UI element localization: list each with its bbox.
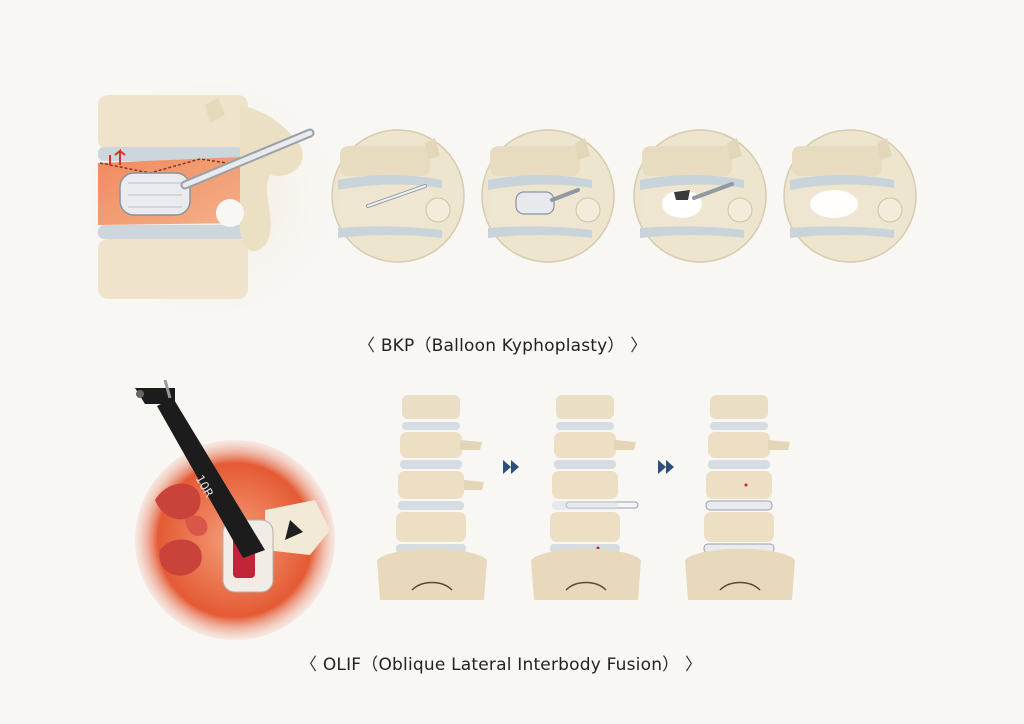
flow-arrow-2-icon xyxy=(658,460,674,474)
olif-spine-step-1-illustration xyxy=(377,395,487,600)
bkp-caption: 〈 BKP（Balloon Kyphoplasty） 〉 xyxy=(358,331,647,356)
olif-caption-close: 〉 xyxy=(685,655,703,675)
bkp-step-4-illustration xyxy=(783,129,917,263)
bkp-caption-text: BKP（Balloon Kyphoplasty） xyxy=(380,336,625,356)
bkp-step-2-illustration xyxy=(481,129,615,263)
olif-caption-text: OLIF（Oblique Lateral Interbody Fusion） xyxy=(322,655,680,675)
olif-spine-step-2-illustration xyxy=(531,395,641,600)
olif-spine-step-3-illustration xyxy=(685,395,795,600)
olif-caption: 〈 OLIF（Oblique Lateral Interbody Fusion）… xyxy=(300,650,702,675)
olif-section: 10R xyxy=(0,360,1024,724)
bkp-main-illustration xyxy=(90,85,330,310)
bkp-caption-open: 〈 xyxy=(358,336,376,356)
olif-cross-section-illustration: 10R xyxy=(135,380,335,640)
bkp-section: 〈 BKP（Balloon Kyphoplasty） 〉 xyxy=(0,0,1024,360)
bkp-step-1-illustration xyxy=(331,129,465,263)
flow-arrow-1-icon xyxy=(503,460,519,474)
bkp-caption-close: 〉 xyxy=(630,336,648,356)
bkp-step-3-illustration xyxy=(633,129,767,263)
olif-caption-open: 〈 xyxy=(300,655,318,675)
